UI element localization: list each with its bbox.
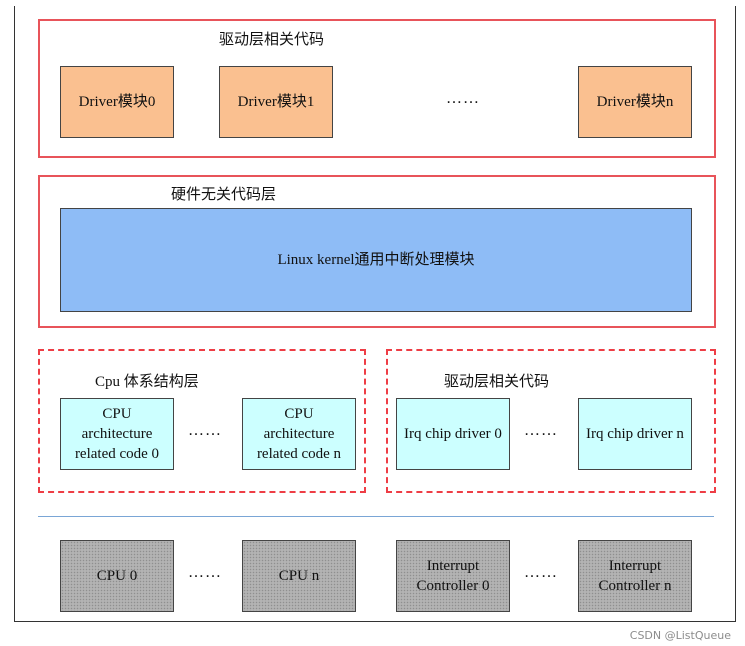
driver-layer-title: 驱动层相关代码: [219, 32, 325, 48]
irq-driver-layer-box: [386, 349, 716, 493]
driver-module-1: Driver模块1: [219, 66, 333, 138]
cpu-arch-layer-box: [38, 349, 366, 493]
cpu-ellipsis: ……: [188, 564, 222, 581]
controller-ellipsis: ……: [524, 564, 558, 581]
driver-ellipsis: ……: [446, 90, 480, 107]
interrupt-controller-0: Interrupt Controller 0: [396, 540, 510, 612]
cpu-arch-layer-title: Cpu 体系结构层: [95, 374, 199, 390]
driver-module-0: Driver模块0: [60, 66, 174, 138]
cpu-arch-module-0: CPU architecture related code 0: [60, 398, 174, 470]
cpu-arch-ellipsis: ……: [188, 422, 222, 439]
hardware-separator-line: [38, 516, 714, 517]
irq-driver-ellipsis: ……: [524, 422, 558, 439]
irq-chip-driver-0: Irq chip driver 0: [396, 398, 510, 470]
hw-independent-layer-title: 硬件无关代码层: [171, 187, 277, 203]
interrupt-controller-n: Interrupt Controller n: [578, 540, 692, 612]
irq-driver-layer-title: 驱动层相关代码: [444, 374, 550, 390]
driver-module-n: Driver模块n: [578, 66, 692, 138]
cpu-n: CPU n: [242, 540, 356, 612]
kernel-generic-irq-module: Linux kernel通用中断处理模块: [60, 208, 692, 312]
cpu-arch-module-n: CPU architecture related code n: [242, 398, 356, 470]
csdn-watermark: CSDN @ListQueue: [629, 629, 731, 642]
cpu-0: CPU 0: [60, 540, 174, 612]
irq-chip-driver-n: Irq chip driver n: [578, 398, 692, 470]
hw-independent-layer-box: [38, 175, 716, 328]
diagram-frame: [14, 6, 736, 622]
driver-layer-box: [38, 19, 716, 158]
